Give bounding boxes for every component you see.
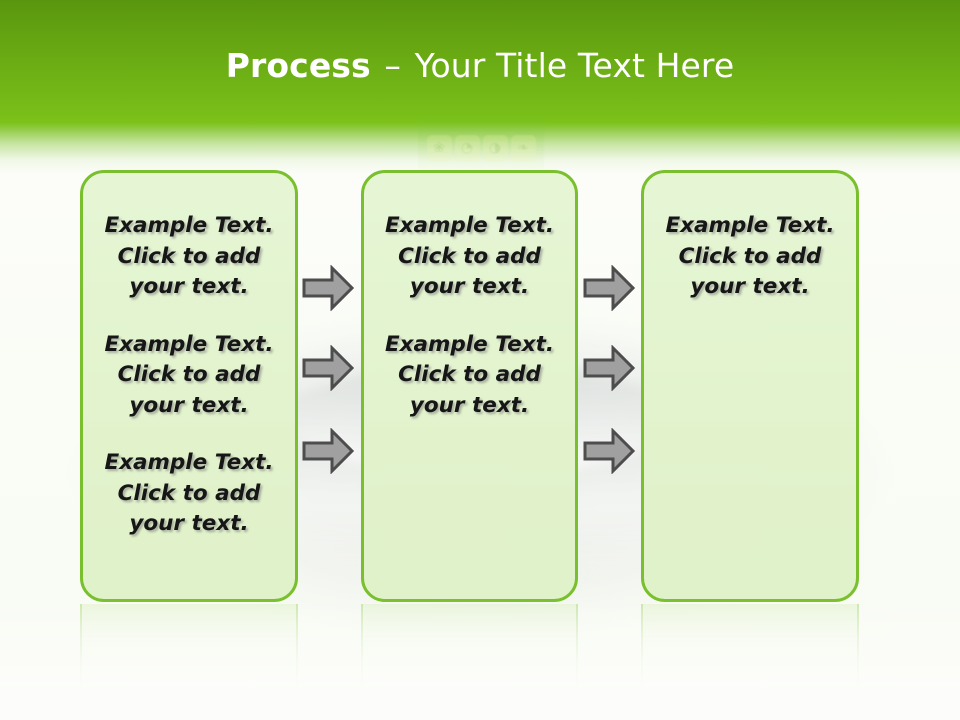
process-step-1[interactable]: Example Text. Click to add your text. Ex… (80, 170, 298, 602)
right-arrow-icon-2b[interactable] (583, 345, 635, 391)
step-1-reflection (80, 604, 298, 720)
right-arrow-icon-2a[interactable] (583, 265, 635, 311)
page-title-rest: Your Title Text Here (414, 46, 735, 85)
step-1-paragraph-3[interactable]: Example Text. Click to add your text. (104, 450, 274, 537)
title-banner: ❀ ◔ ◑ ❧ (0, 0, 960, 180)
right-arrow-icon-1b[interactable] (302, 345, 354, 391)
watermark-tile-3: ◑ (482, 134, 508, 162)
page-title: Process – Your Title Text Here (0, 47, 960, 85)
process-step-2[interactable]: Example Text. Click to add your text. Ex… (361, 170, 578, 602)
right-arrow-icon-1c[interactable] (302, 428, 354, 474)
watermark-tile-2: ◔ (454, 134, 480, 162)
page-title-bold: Process (225, 46, 371, 85)
step-2-paragraph-2[interactable]: Example Text. Click to add your text. (384, 331, 555, 418)
step-2-paragraph-1[interactable]: Example Text. Click to add your text. (384, 213, 555, 300)
step-2-reflection (361, 604, 578, 720)
watermark-tile-4: ❧ (510, 134, 536, 162)
watermark-tile-1: ❀ (426, 134, 452, 162)
step-1-paragraph-2[interactable]: Example Text. Click to add your text. (104, 331, 274, 418)
step-1-paragraph-1[interactable]: Example Text. Click to add your text. (104, 213, 274, 300)
right-arrow-icon-2c[interactable] (583, 428, 635, 474)
header-watermark-strip: ❀ ◔ ◑ ❧ (418, 118, 544, 178)
page-title-separator: – (384, 46, 401, 85)
step-3-reflection (641, 604, 859, 720)
step-3-paragraph-1[interactable]: Example Text. Click to add your text. (665, 213, 835, 300)
process-step-3[interactable]: Example Text. Click to add your text. (641, 170, 859, 602)
right-arrow-icon-1a[interactable] (302, 265, 354, 311)
